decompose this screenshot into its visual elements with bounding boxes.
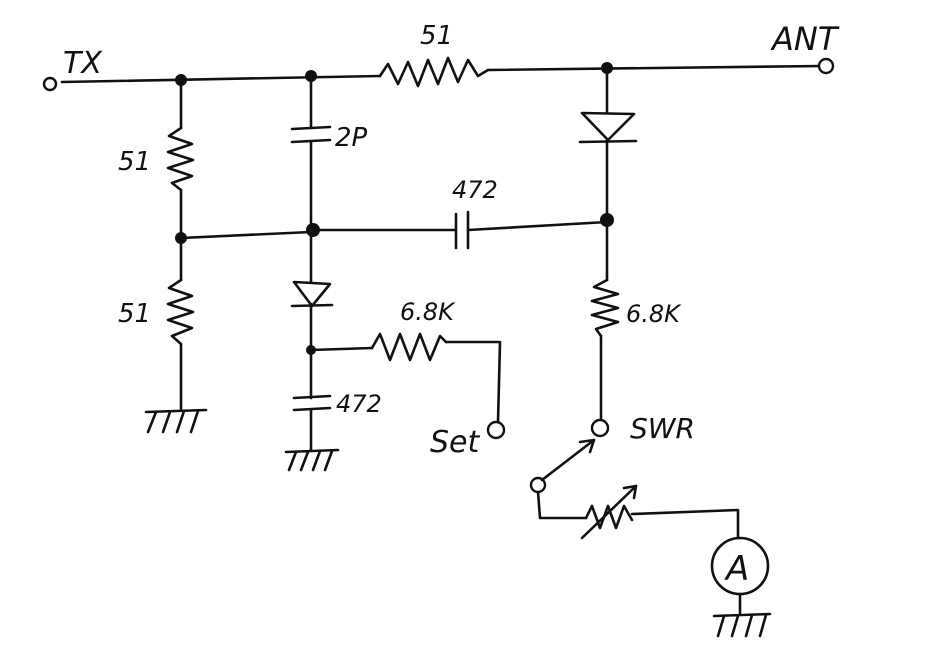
capacitor-2p-label: 2P (335, 123, 368, 153)
junction-dot (600, 213, 614, 227)
meter-circuit-wire (536, 490, 588, 520)
ground-symbol (712, 612, 772, 638)
capacitor-2p (290, 125, 332, 144)
swr-resistor-label: 6.8K (626, 300, 682, 328)
variable-resistor (584, 504, 634, 530)
ammeter-label: A (724, 549, 749, 589)
shunt-resistor-bottom-label: 51 (118, 299, 151, 329)
ant-terminal (817, 57, 835, 75)
ground-symbol (144, 408, 208, 434)
junction-dot (175, 232, 187, 244)
right-column-wires (599, 66, 609, 420)
coupling-capacitor-472 (454, 210, 470, 250)
tx-terminal (42, 76, 58, 92)
shunt-resistor-top-label: 51 (118, 147, 151, 177)
series-resistor-51 (378, 56, 490, 88)
detector-diode-left (290, 280, 334, 308)
ground-symbol (284, 448, 340, 472)
variable-resistor-arrow (580, 484, 638, 540)
set-branch-wire (309, 346, 374, 352)
coupling-capacitor-label: 472 (452, 176, 498, 204)
set-resistor-label: 6.8K (400, 298, 456, 326)
set-branch-wire (444, 340, 502, 424)
detector-diode-right (578, 111, 638, 144)
swr-label: SWR (630, 412, 695, 445)
main-line-wires (60, 64, 824, 84)
tx-label: TX (63, 46, 103, 81)
shunt-resistor-top-51 (166, 126, 195, 192)
shunt-resistor-bottom-51 (166, 278, 195, 346)
set-resistor-6.8k (370, 332, 448, 362)
set-terminal (486, 420, 506, 440)
meter-circuit-wire (630, 508, 740, 540)
swr-terminal (590, 418, 610, 438)
ant-label: ANT (770, 20, 840, 58)
bypass-capacitor-472 (292, 394, 332, 412)
swr-resistor-6.8k (590, 278, 620, 338)
bypass-capacitor-label: 472 (336, 390, 382, 418)
set-label: Set (430, 425, 481, 460)
coupling-wire (466, 220, 609, 232)
set-swr-switch-lever (540, 438, 596, 482)
series-resistor-label: 51 (420, 21, 453, 51)
